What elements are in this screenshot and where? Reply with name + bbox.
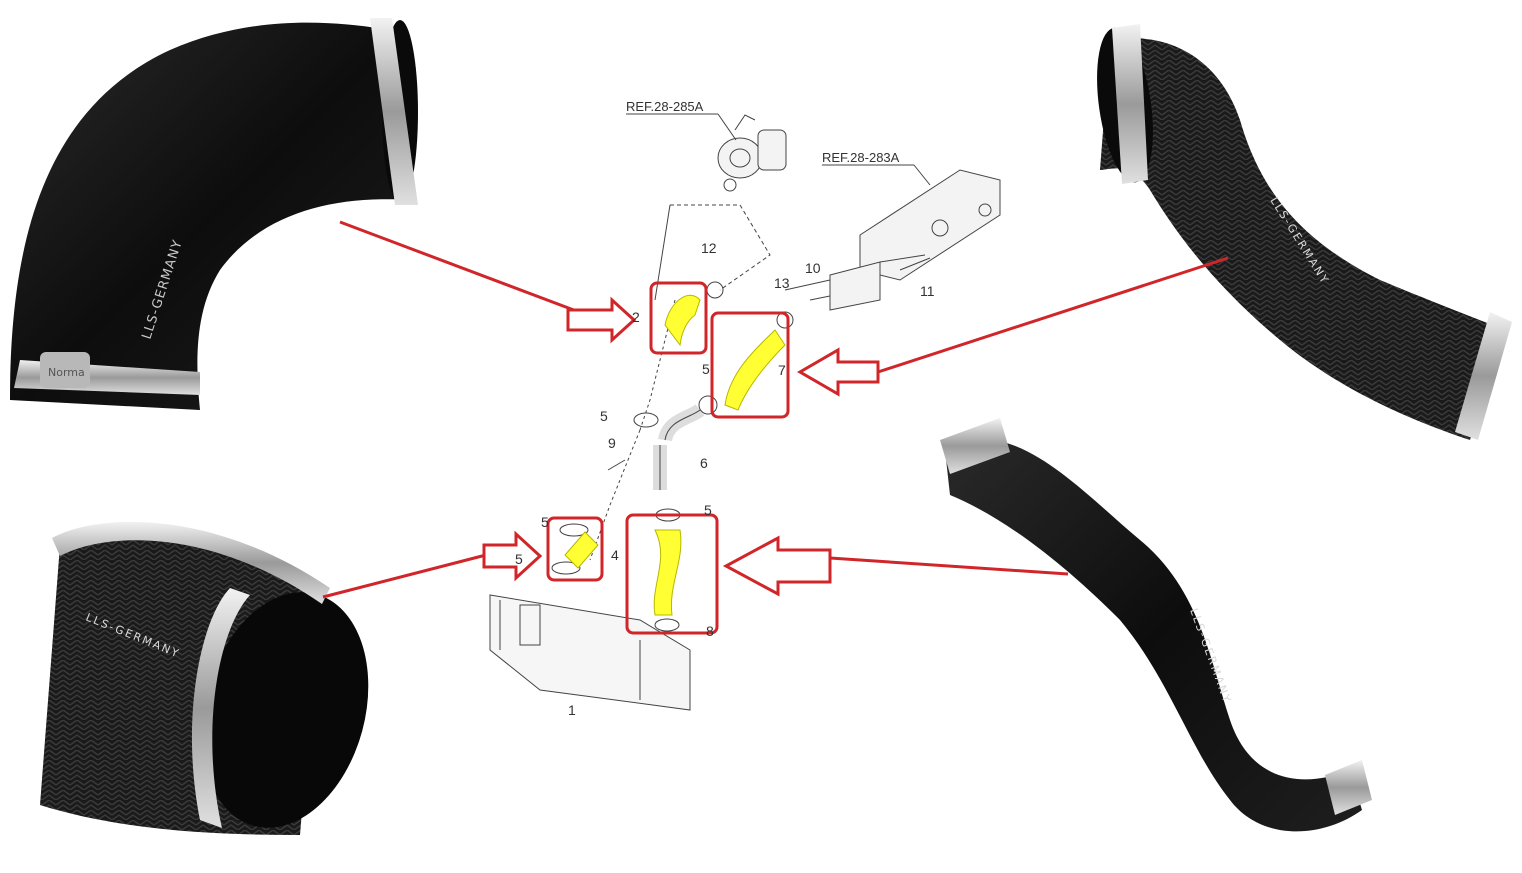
callout-lines	[322, 220, 1229, 599]
part-number-10: 10	[805, 260, 821, 276]
part-number-7: 7	[778, 362, 786, 378]
part-number-13: 13	[774, 275, 790, 291]
photo-smooth-s-hose: LLS-GERMANY	[940, 418, 1372, 832]
part-number-5-lower-left-upper: 5	[541, 514, 549, 530]
line-bottom-left	[322, 553, 487, 599]
part-number-1: 1	[568, 702, 576, 718]
photo-braided-s-hose: LLS-GERMANY	[1097, 24, 1512, 441]
callout-box-part-4	[546, 516, 604, 582]
highlight-part-2	[664, 294, 701, 347]
highlight-part-7	[724, 329, 786, 411]
ref-turbo-label: REF.28-285A	[626, 99, 704, 114]
part-number-8: 8	[706, 623, 714, 639]
manifold-sketch	[829, 169, 1001, 311]
ref-manifold-label: REF.28-283A	[822, 150, 900, 165]
clamp-bottom-left-upper	[52, 521, 330, 604]
part-number-2: 2	[632, 309, 640, 325]
reference-labels: REF.28-285A REF.28-283A	[626, 99, 931, 186]
intercooler-sketch	[489, 594, 691, 711]
highlight-part-4	[564, 531, 599, 569]
callout-box-part-2	[649, 281, 708, 355]
part-number-9: 9	[608, 435, 616, 451]
part-number-11: 11	[920, 283, 935, 299]
clamp-brand-text: Norma	[48, 366, 85, 379]
highlight-part-8	[653, 529, 682, 616]
photo-braided-sleeve: LLS-GERMANY	[40, 521, 369, 835]
highlighted-hoses	[564, 294, 786, 616]
callout-box-part-8	[625, 513, 719, 635]
arrow-to-part-4	[482, 530, 543, 582]
part-number-labels: 1 2 4 5 5 5 5 5 6 7 8 9 10 11 12 13	[515, 240, 935, 718]
line-bottom-right	[829, 556, 1069, 576]
arrow-to-part-2	[566, 296, 637, 344]
clamp-bottom-left-lower	[191, 588, 250, 828]
line-top-left	[339, 220, 596, 320]
part-number-5-lower-left: 5	[515, 551, 523, 567]
arrow-to-part-7	[797, 347, 880, 397]
clamp-bottom-right-lower	[1325, 760, 1372, 815]
part-number-5-middle: 5	[600, 408, 608, 424]
turbocharger-sketch	[717, 114, 787, 192]
part-number-4: 4	[611, 547, 619, 563]
photo-elbow-hose: Norma LLS-GERMANY	[10, 18, 418, 410]
part-number-5-lower-right: 5	[704, 502, 712, 518]
callout-arrows	[482, 296, 880, 597]
clamp-bottom-right-upper	[940, 418, 1010, 474]
part-number-6: 6	[700, 455, 708, 471]
exploded-diagram	[489, 114, 1001, 711]
callout-box-part-7	[710, 311, 790, 419]
line-top-right	[877, 256, 1229, 374]
part-number-12: 12	[701, 240, 717, 256]
arrow-to-part-8	[722, 535, 832, 597]
callout-boxes	[546, 281, 790, 635]
clamp-top-right-lower	[1455, 312, 1512, 440]
clamp-top-right-upper	[1112, 24, 1148, 184]
part-number-5-upper-right: 5	[702, 361, 710, 377]
clamp-top-left-upper	[370, 18, 418, 205]
